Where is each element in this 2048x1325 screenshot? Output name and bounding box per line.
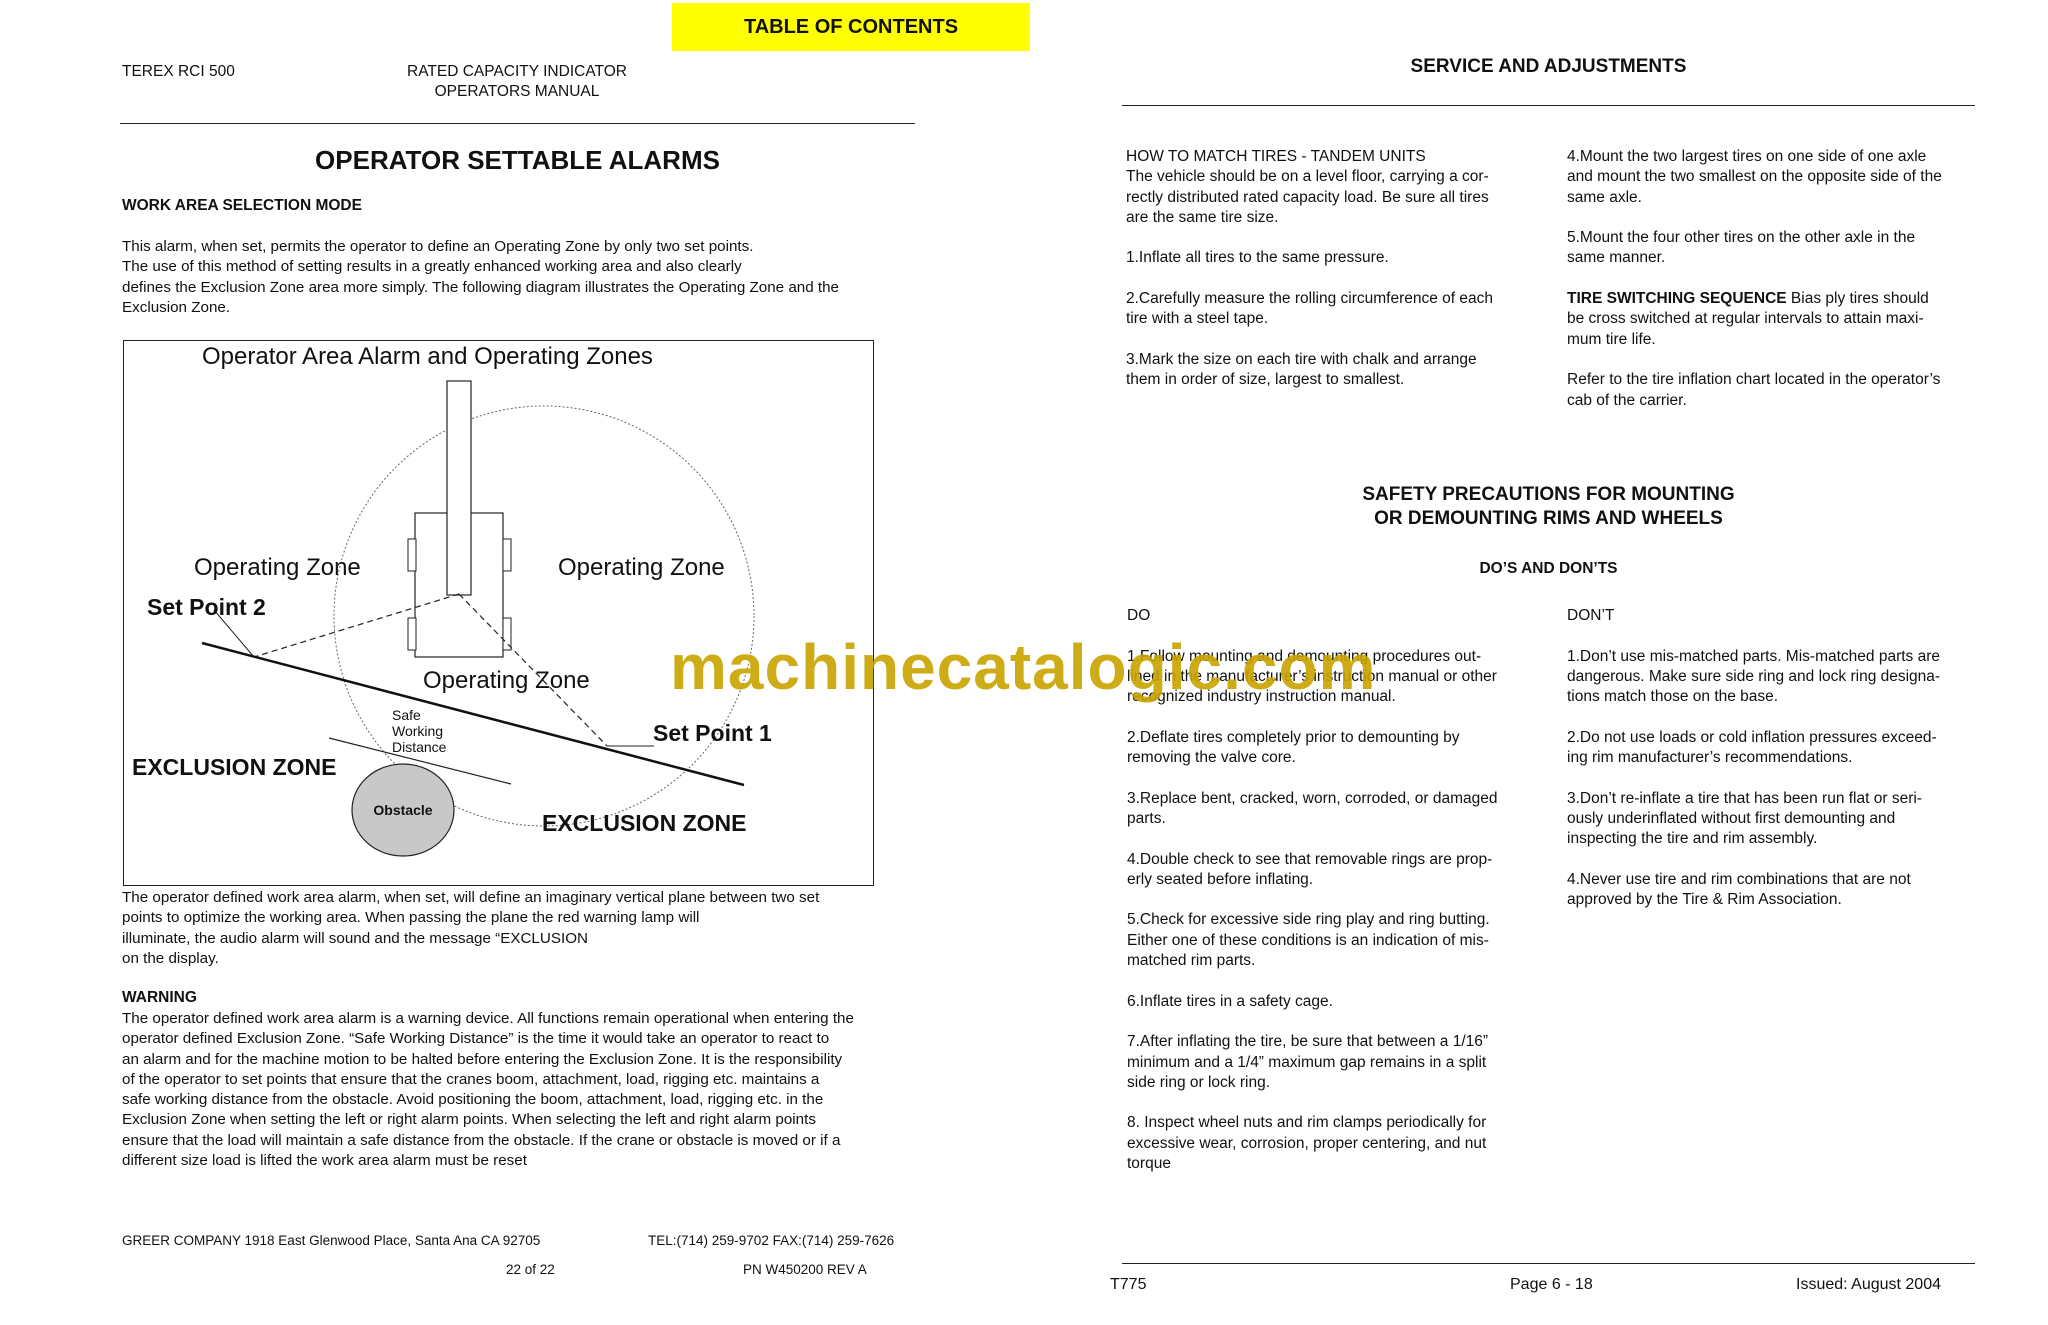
footer-page-number-right: Page 6 - 18 [1510, 1276, 1593, 1293]
safe-working-distance-label: Safe Working Distance [392, 707, 446, 755]
intro-line: This alarm, when set, permits the operat… [122, 238, 754, 255]
header-manual: RATED CAPACITY INDICATOR OPERATORS MANUA… [372, 62, 662, 103]
safety-title-line: OR DEMOUNTING RIMS AND WHEELS [1374, 508, 1723, 529]
swd-word: Safe [392, 707, 421, 723]
tire-switching-text: Bias ply tires should be cross switched … [1567, 290, 1929, 348]
tires-column-right: 4.Mount the two largest tires on one sid… [1567, 147, 1981, 431]
warning-line: safe working distance from the obstacle.… [122, 1091, 824, 1109]
outrigger-pad [407, 617, 417, 651]
safety-title-line: SAFETY PRECAUTIONS FOR MOUNTING [1362, 484, 1735, 505]
exclusion-zone-left-label: EXCLUSION ZONE [132, 754, 337, 780]
do-item: 2.Deflate tires completely prior to demo… [1127, 728, 1460, 767]
tires-step: 4.Mount the two largest tires on one sid… [1567, 148, 1942, 206]
swd-word: Working [392, 723, 444, 739]
after-diagram-paragraph: The operator defined work area alarm, wh… [122, 888, 914, 969]
tires-column-left: HOW TO MATCH TIRES - TANDEM UNITS The ve… [1126, 147, 1540, 411]
right-header-title: SERVICE AND ADJUSTMENTS [1410, 56, 1687, 77]
dont-item: 3.Don’t re-inflate a tire that has been … [1567, 789, 1922, 848]
intro-line: The use of this method of setting result… [122, 258, 742, 276]
warning-line: different size load is lifted the work a… [122, 1152, 527, 1170]
tires-paragraph: The vehicle should be on a level floor, … [1126, 168, 1489, 226]
do-item: 3.Replace bent, cracked, worn, corroded,… [1127, 789, 1498, 827]
do-item: 8. Inspect wheel nuts and rim clamps per… [1127, 1114, 1487, 1173]
footer-phone: TEL:(714) 259-9702 FAX:(714) 259-7626 [648, 1233, 895, 1248]
crane-boom [446, 380, 472, 596]
warning-line: ensure that the load will maintain a saf… [122, 1131, 841, 1149]
footer-issued-date: Issued: August 2004 [1796, 1276, 1941, 1293]
warning-line: operator defined Exclusion Zone. “Safe W… [122, 1030, 830, 1048]
set-point-1-dashed-line [458, 593, 608, 747]
exclusion-zone-right-label: EXCLUSION ZONE [542, 810, 747, 836]
swd-word: Distance [392, 739, 447, 755]
tires-step: 5.Mount the four other tires on the othe… [1567, 229, 1916, 267]
dont-item: 1.Don’t use mis-matched parts. Mis-match… [1567, 647, 1941, 706]
warning-paragraph: The operator defined work area alarm is … [122, 1009, 914, 1171]
safe-working-distance-line [328, 737, 512, 785]
warning-line: an alarm and for the machine motion to b… [122, 1050, 843, 1068]
paragraph-line: The operator defined work area alarm, wh… [122, 889, 820, 906]
footer-company: GREER COMPANY 1918 East Glenwood Place, … [122, 1233, 541, 1248]
do-column: DO 1.Follow mounting and demounting proc… [1127, 606, 1541, 1195]
warning-line: Exclusion Zone when setting the left or … [122, 1111, 816, 1129]
tire-switching-label: TIRE SWITCHING SEQUENCE [1567, 290, 1787, 308]
set-point-1-label: Set Point 1 [653, 720, 772, 746]
footer-part-number: PN W450200 REV A [743, 1262, 867, 1277]
do-heading: DO [1127, 607, 1151, 624]
header-product: TEREX RCI 500 [122, 63, 235, 80]
tires-step: 1.Inflate all tires to the same pressure… [1126, 249, 1389, 267]
dos-donts-heading: DO’S AND DON’TS [1479, 560, 1618, 577]
outrigger-pad [407, 538, 417, 572]
tire-switching-paragraph: TIRE SWITCHING SEQUENCE Bias ply tires s… [1567, 289, 1981, 350]
refer-paragraph: Refer to the tire inflation chart locate… [1567, 371, 1941, 409]
dont-heading: DON’T [1567, 607, 1615, 624]
do-item: 5.Check for excessive side ring play and… [1127, 911, 1490, 970]
intro-paragraph: This alarm, when set, permits the operat… [122, 237, 914, 318]
diagram-title: Operator Area Alarm and Operating Zones [202, 343, 653, 370]
dont-item: 2.Do not use loads or cold inflation pre… [1567, 728, 1937, 767]
tires-heading: HOW TO MATCH TIRES - TANDEM UNITS [1126, 148, 1426, 165]
do-item: 6.Inflate tires in a safety cage. [1127, 992, 1333, 1010]
operating-zone-right-label: Operating Zone [558, 554, 725, 581]
warning-heading: WARNING [122, 989, 197, 1006]
obstacle-label: Obstacle [373, 802, 433, 818]
exclusion-plane-line [201, 641, 745, 787]
right-header-rule [1122, 105, 1975, 106]
intro-line: Exclusion Zone. [122, 298, 231, 316]
operating-zone-center-label: Operating Zone [423, 667, 590, 694]
outrigger-pad [502, 617, 512, 651]
table-of-contents-button[interactable]: TABLE OF CONTENTS [672, 3, 1030, 51]
set-point-2-label: Set Point 2 [147, 594, 266, 620]
operating-circle [333, 405, 755, 827]
tires-step: 2.Carefully measure the rolling circumfe… [1126, 290, 1494, 328]
paragraph-line: points to optimize the working area. Whe… [122, 909, 700, 927]
footer-doc-number: T775 [1110, 1276, 1147, 1293]
set-point-2-dashed-line [253, 593, 460, 658]
set-point-2-leader [213, 609, 255, 658]
left-page-title: OPERATOR SETTABLE ALARMS [315, 145, 720, 175]
dont-item: 4.Never use tire and rim combinations th… [1567, 870, 1911, 909]
do-item: 4.Double check to see that removable rin… [1127, 850, 1493, 888]
obstacle-shape [351, 763, 455, 857]
safety-title: SAFETY PRECAUTIONS FOR MOUNTING OR DEMOU… [1122, 483, 1975, 531]
warning-line: The operator defined work area alarm is … [122, 1010, 854, 1027]
operating-zones-diagram: Operator Area Alarm and Operating Zones … [123, 340, 874, 886]
section-heading: WORK AREA SELECTION MODE [122, 197, 362, 214]
watermark: machinecatalogic.com [670, 631, 1377, 703]
operating-zone-left-label: Operating Zone [194, 554, 361, 581]
outrigger-pad [502, 538, 512, 572]
dont-column: DON’T 1.Don’t use mis-matched parts. Mis… [1567, 606, 1981, 931]
header-manual-line1: RATED CAPACITY INDICATOR [407, 63, 627, 80]
intro-line: defines the Exclusion Zone area more sim… [122, 278, 840, 296]
warning-line: of the operator to set points that ensur… [122, 1070, 820, 1088]
right-footer-rule [1122, 1263, 1975, 1264]
paragraph-line: on the display. [122, 949, 219, 967]
left-header-rule [120, 123, 915, 124]
paragraph-line: illuminate, the audio alarm will sound a… [122, 929, 588, 947]
header-manual-line2: OPERATORS MANUAL [434, 83, 600, 101]
footer-page-number: 22 of 22 [506, 1262, 555, 1277]
tires-step: 3.Mark the size on each tire with chalk … [1126, 350, 1477, 389]
do-item: 1.Follow mounting and demounting procedu… [1127, 647, 1497, 706]
do-item: 7.After inflating the tire, be sure that… [1127, 1033, 1489, 1091]
diagram-drawing [201, 380, 755, 857]
